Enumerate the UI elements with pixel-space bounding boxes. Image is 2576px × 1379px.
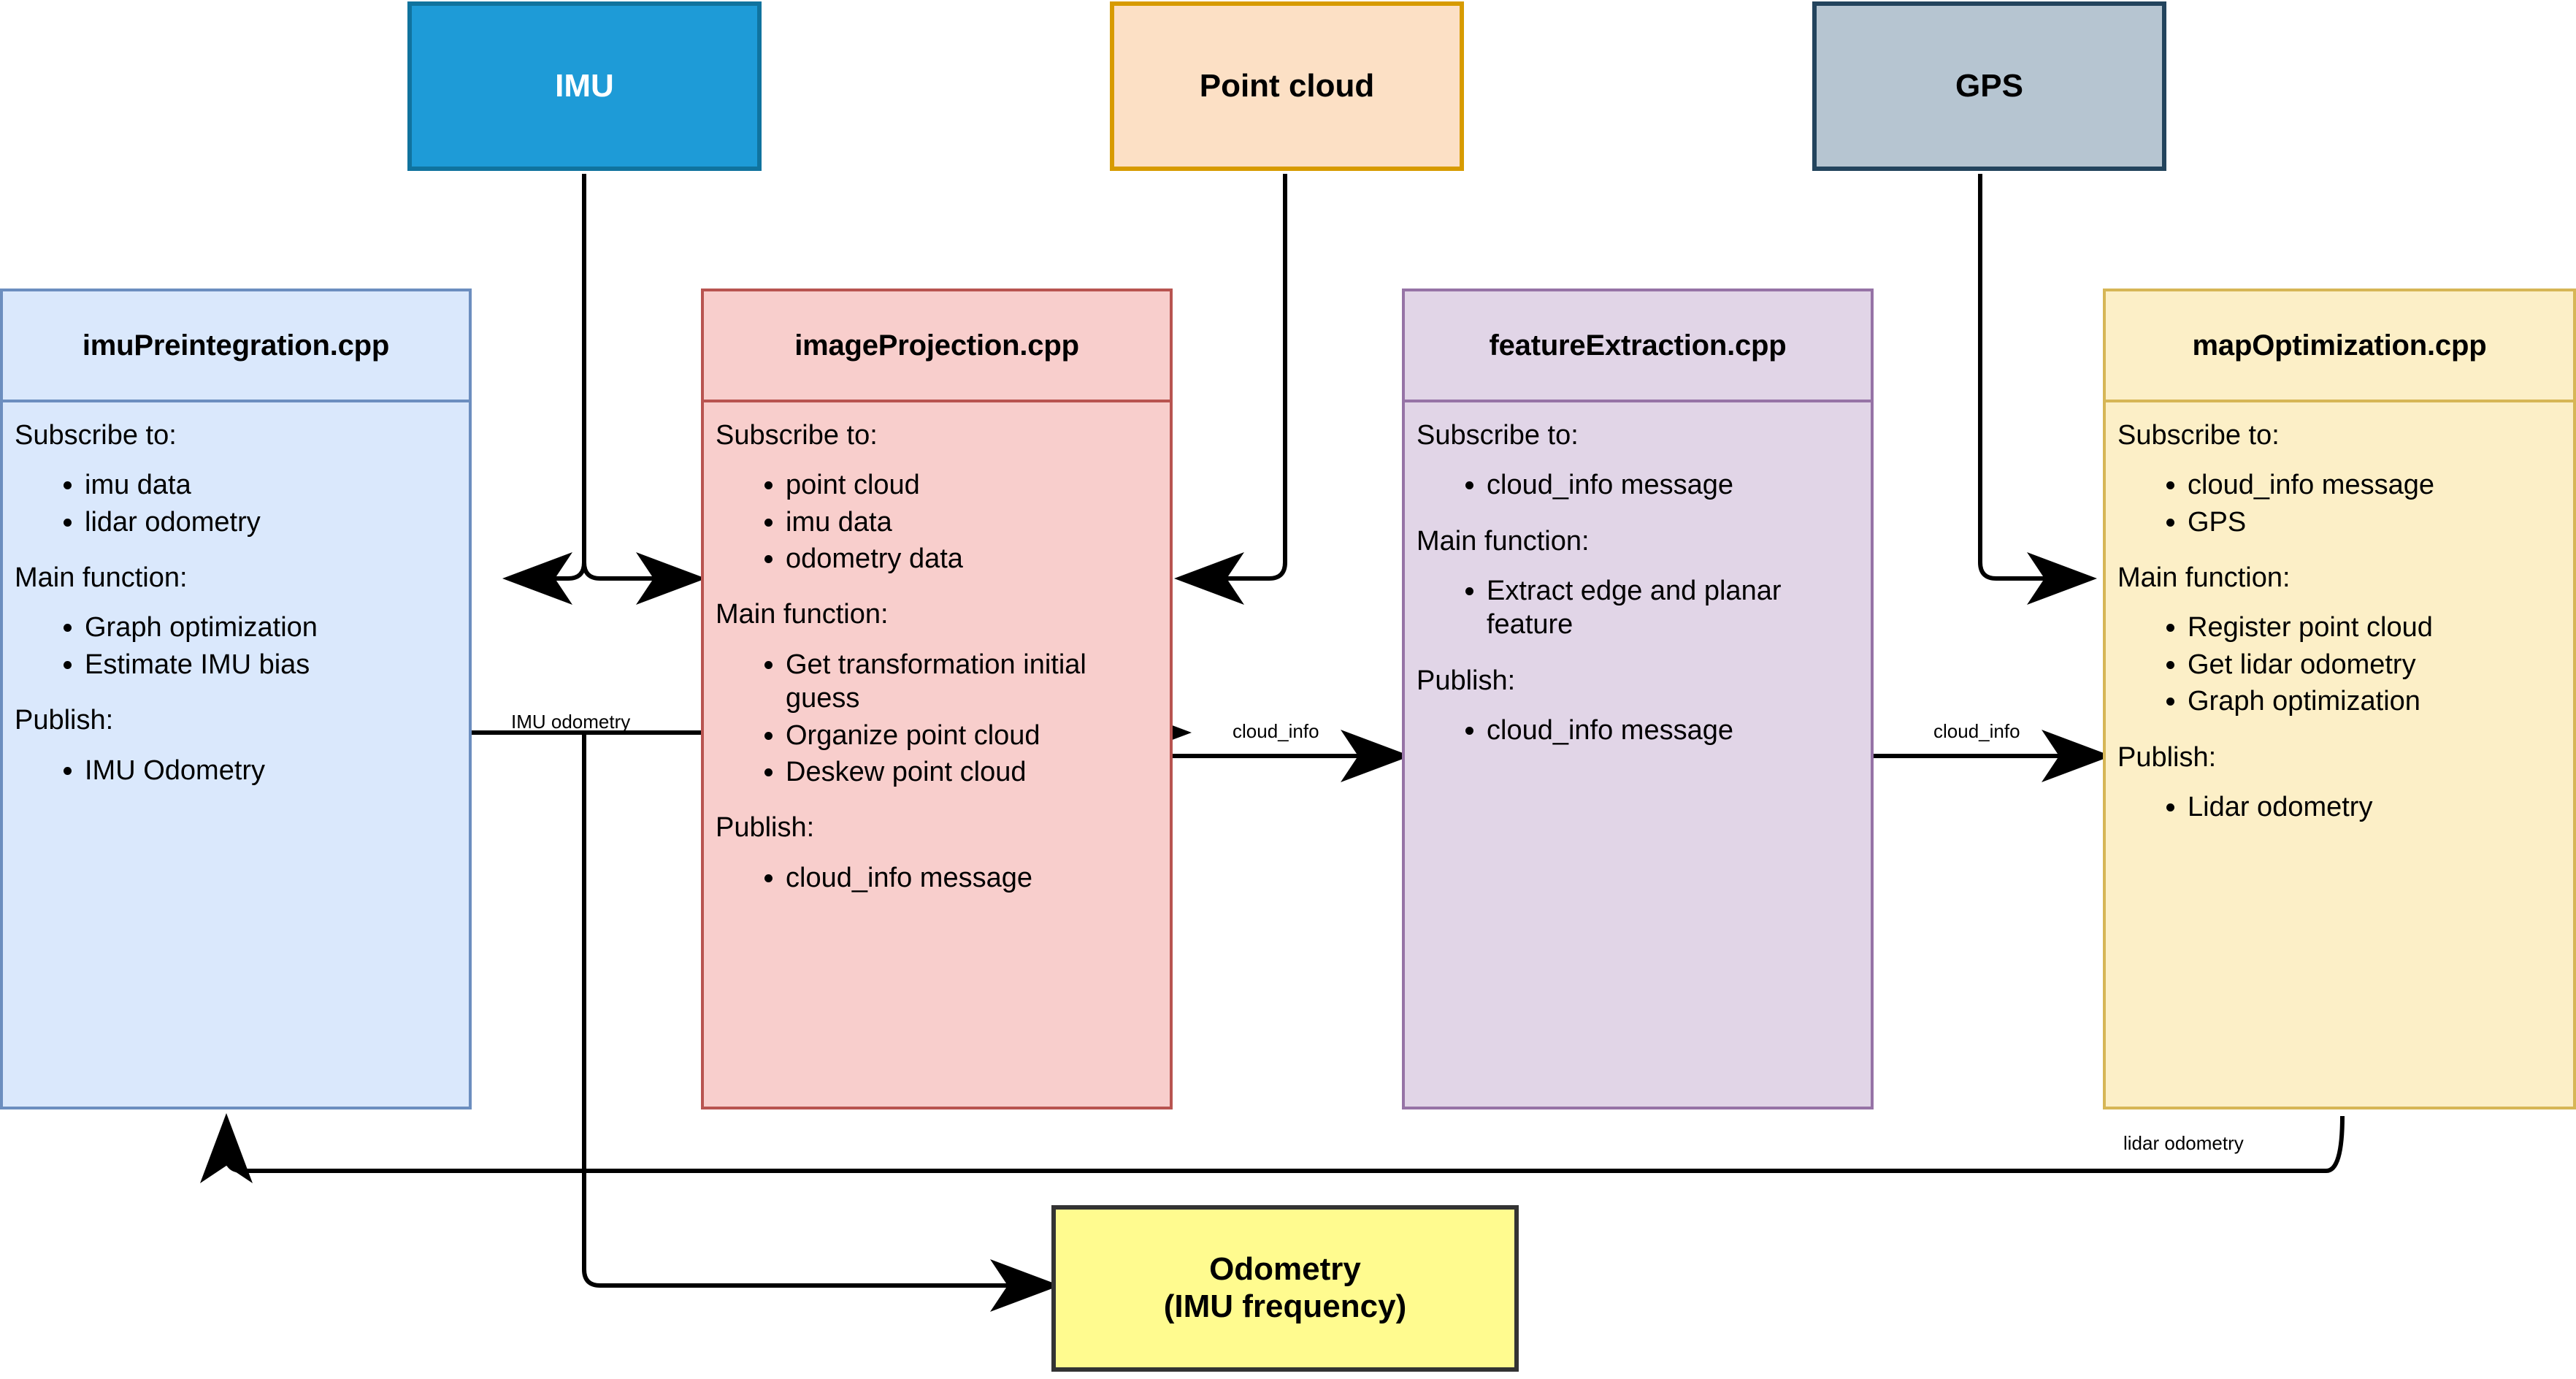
list-item: Organize point cloud [786, 719, 1158, 752]
edge-label-text: cloud_info [1933, 720, 2020, 742]
list-item: Get lidar odometry [2188, 648, 2561, 681]
node-imu-preintegration-title: imuPreintegration.cpp [3, 291, 469, 402]
list-item: lidar odometry [85, 505, 457, 539]
section-list-publish: cloud_info message [1417, 714, 1859, 747]
connector-pointcloud-to-imageprojection [1174, 174, 1287, 605]
list-item: Deskew point cloud [786, 755, 1158, 789]
section-list-main-function: Register point cloud Get lidar odometry … [2117, 611, 2561, 718]
list-item: imu data [85, 468, 457, 502]
section-list-subscribe: cloud_info message [1417, 468, 1859, 502]
section-heading-main-function: Main function: [1417, 525, 1590, 557]
source-box-imu[interactable]: IMU [407, 1, 762, 171]
section-heading-subscribe: Subscribe to: [716, 420, 878, 451]
list-item: point cloud [786, 468, 1158, 502]
node-feature-extraction-title: featureExtraction.cpp [1405, 291, 1871, 402]
section-list-publish: IMU Odometry [15, 754, 457, 787]
section-heading-main-function: Main function: [2117, 562, 2291, 594]
connector-gps-to-mapoptimization [1978, 174, 2097, 605]
node-image-projection-body: Subscribe to: point cloud imu data odome… [704, 402, 1170, 1107]
section-heading-publish: Publish: [2117, 741, 2217, 773]
list-item: Estimate IMU bias [85, 648, 457, 681]
section-heading-publish: Publish: [1417, 665, 1516, 696]
section-list-main-function: Graph optimization Estimate IMU bias [15, 611, 457, 681]
node-imu-preintegration[interactable]: imuPreintegration.cpp Subscribe to: imu … [0, 289, 472, 1109]
list-item: Graph optimization [85, 611, 457, 644]
list-item: Get transformation initial guess [786, 648, 1158, 716]
node-feature-extraction[interactable]: featureExtraction.cpp Subscribe to: clou… [1402, 289, 1874, 1109]
connector-lidar-odometry [200, 1113, 2345, 1183]
node-map-optimization-body: Subscribe to: cloud_info message GPS Mai… [2106, 402, 2573, 1107]
connector-imu-split [502, 174, 586, 605]
section-heading-subscribe: Subscribe to: [1417, 420, 1579, 451]
section-heading-publish: Publish: [716, 812, 815, 844]
section-heading-main-function: Main function: [716, 599, 889, 630]
list-item: cloud_info message [2188, 468, 2561, 502]
edge-label-cloud-info-1: cloud_info [1233, 722, 1319, 741]
list-item: cloud_info message [1487, 714, 1859, 747]
list-item: imu data [786, 505, 1158, 539]
node-imu-preintegration-body: Subscribe to: imu data lidar odometry Ma… [3, 402, 469, 1107]
source-box-imu-label: IMU [555, 67, 614, 104]
section-list-main-function: Extract edge and planar feature [1417, 574, 1859, 642]
source-box-point-cloud[interactable]: Point cloud [1110, 1, 1464, 171]
list-item: IMU Odometry [85, 754, 457, 787]
source-box-gps[interactable]: GPS [1812, 1, 2166, 171]
sink-box-odometry-line1: Odometry [1209, 1251, 1361, 1288]
sink-box-odometry[interactable]: Odometry (IMU frequency) [1051, 1205, 1519, 1372]
node-map-optimization-title: mapOptimization.cpp [2106, 291, 2573, 402]
section-list-subscribe: imu data lidar odometry [15, 468, 457, 539]
source-box-gps-label: GPS [1955, 67, 2023, 104]
list-item: Graph optimization [2188, 684, 2561, 718]
list-item: Lidar odometry [2188, 790, 2561, 824]
edge-label-text: lidar odometry [2123, 1132, 2244, 1154]
edge-label-text: cloud_info [1233, 720, 1319, 742]
section-heading-subscribe: Subscribe to: [2117, 420, 2280, 451]
edge-label-lidar-odometry: lidar odometry [2123, 1134, 2244, 1153]
section-heading-publish: Publish: [15, 705, 114, 736]
edge-label-text: IMU odometry [511, 711, 631, 733]
sink-box-odometry-line2: (IMU frequency) [1163, 1288, 1407, 1324]
node-image-projection-title: imageProjection.cpp [704, 291, 1170, 402]
connector-imu-to-imupreintegration [582, 552, 706, 605]
list-item: Register point cloud [2188, 611, 2561, 644]
list-item: cloud_info message [786, 861, 1158, 895]
edge-label-imu-odometry: IMU odometry [511, 712, 630, 731]
list-item: odometry data [786, 542, 1158, 576]
list-item: cloud_info message [1487, 468, 1859, 502]
section-heading-subscribe: Subscribe to: [15, 420, 177, 451]
edge-label-cloud-info-2: cloud_info [1933, 722, 2020, 741]
list-item: GPS [2188, 505, 2561, 539]
section-list-subscribe: point cloud imu data odometry data [716, 468, 1158, 576]
section-heading-main-function: Main function: [15, 562, 188, 594]
section-list-publish: Lidar odometry [2117, 790, 2561, 824]
node-feature-extraction-body: Subscribe to: cloud_info message Main fu… [1405, 402, 1871, 1107]
list-item: Extract edge and planar feature [1487, 574, 1859, 642]
node-image-projection[interactable]: imageProjection.cpp Subscribe to: point … [701, 289, 1173, 1109]
section-list-main-function: Get transformation initial guess Organiz… [716, 648, 1158, 789]
source-box-point-cloud-label: Point cloud [1199, 67, 1375, 104]
node-map-optimization[interactable]: mapOptimization.cpp Subscribe to: cloud_… [2103, 289, 2576, 1109]
section-list-subscribe: cloud_info message GPS [2117, 468, 2561, 539]
section-list-publish: cloud_info message [716, 861, 1158, 895]
